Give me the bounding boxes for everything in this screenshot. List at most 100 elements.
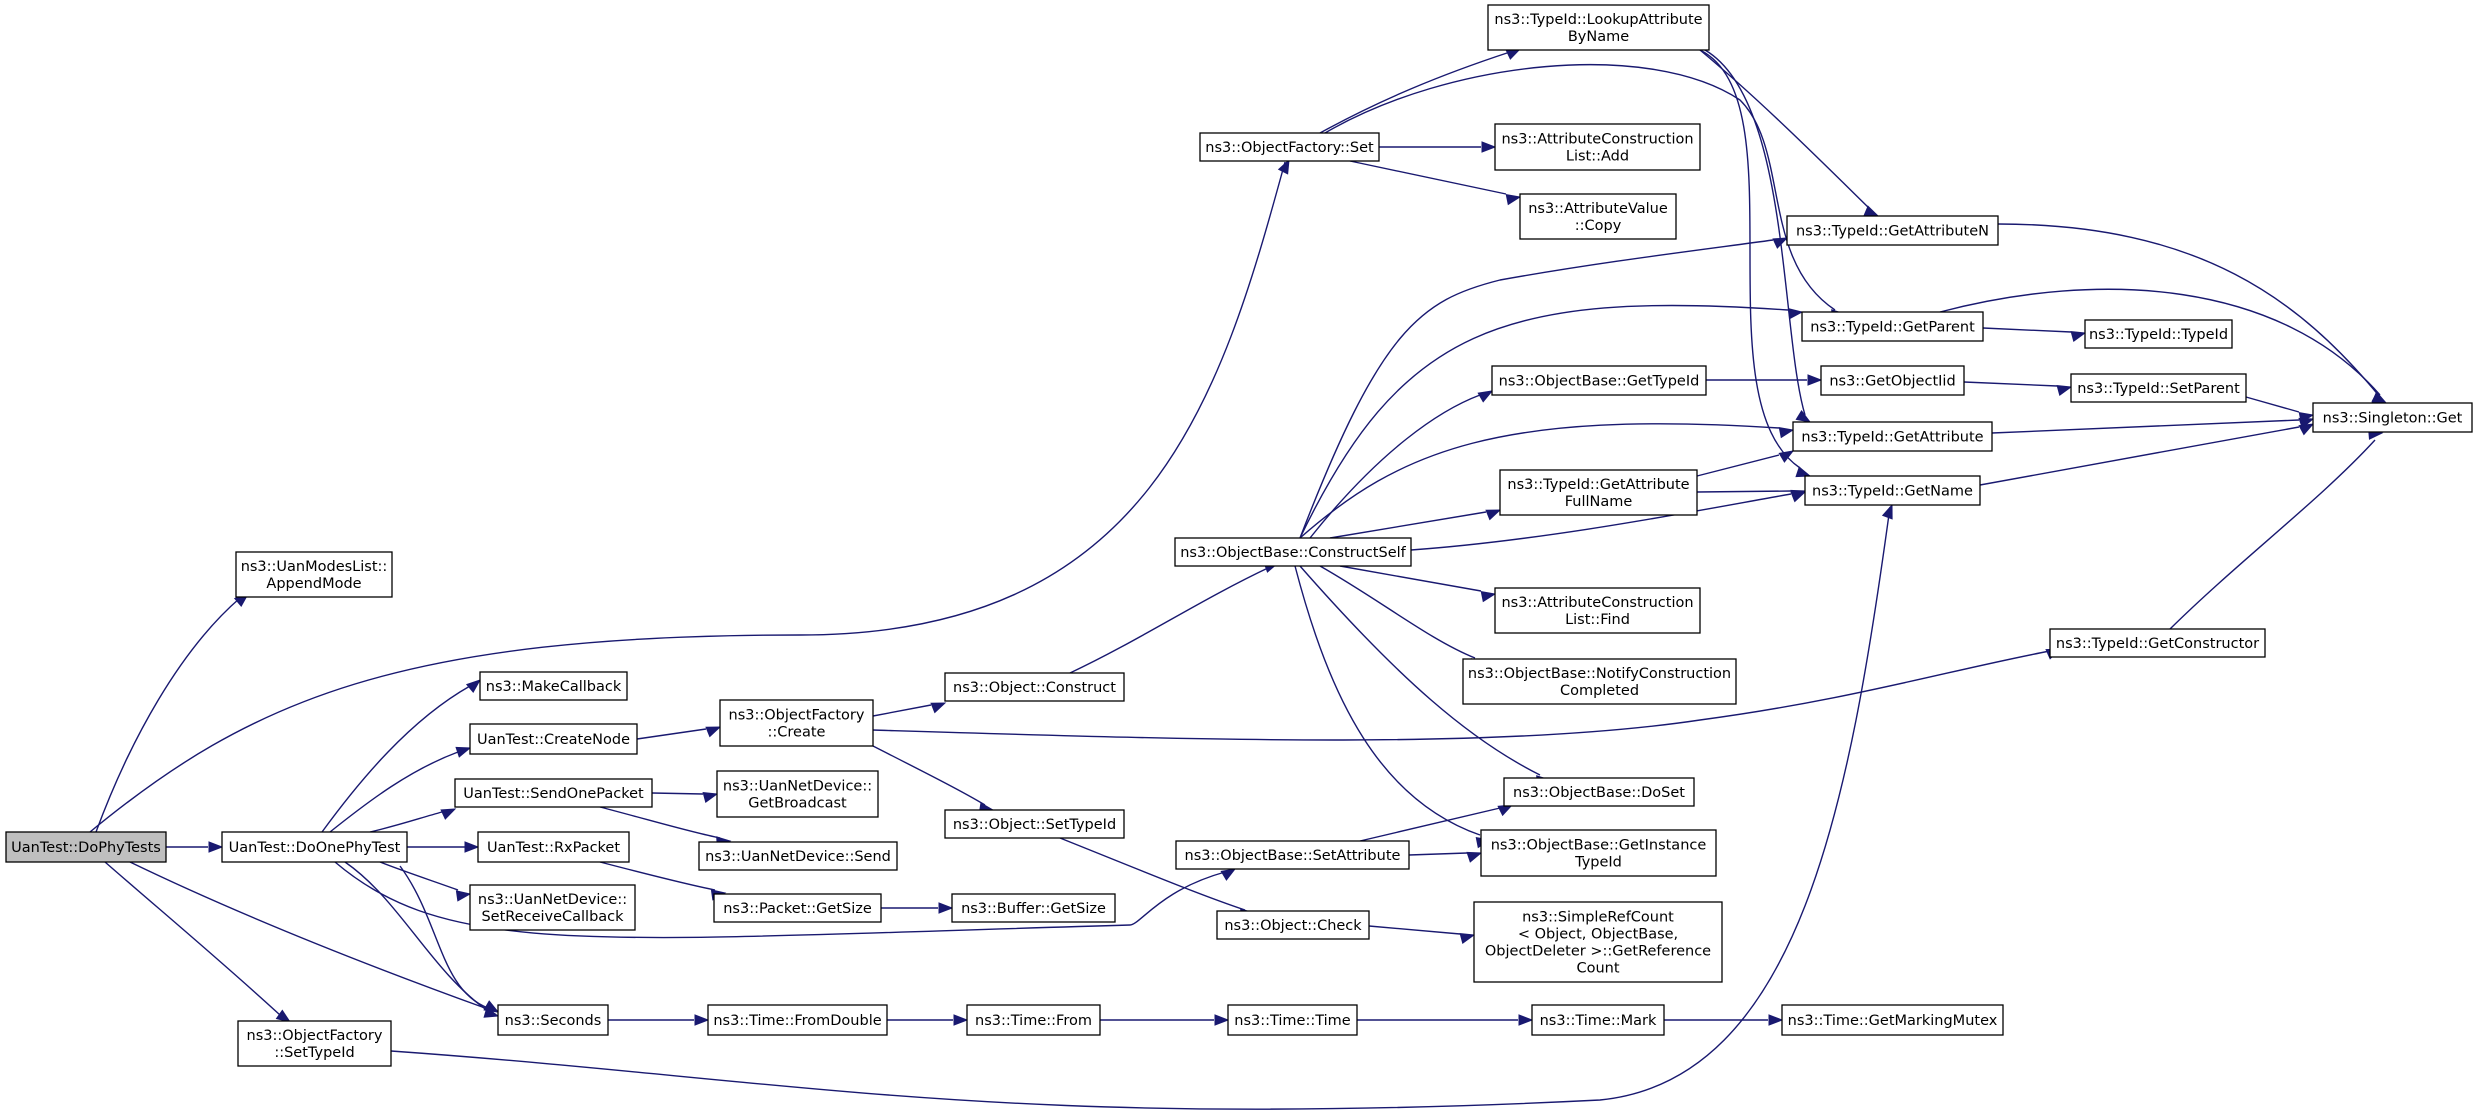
edge-getname-to-singletonget	[1979, 423, 2315, 486]
node-notifyconstruction[interactable]: ns3::ObjectBase::NotifyConstructionCompl…	[1462, 658, 1737, 705]
edge-objcheck-to-simplerefcount	[1368, 925, 1476, 945]
node-label: UanTest::CreateNode	[477, 732, 630, 748]
node-timetime[interactable]: ns3::Time::Time	[1227, 1004, 1358, 1036]
node-box	[221, 831, 408, 863]
edge-line	[1408, 852, 1468, 856]
arrowhead-icon	[1485, 509, 1502, 521]
node-label: < Object, ObjectBase,	[1518, 927, 1678, 943]
arrowhead-icon	[1481, 141, 1497, 153]
node-getmarkingmutex[interactable]: ns3::Time::GetMarkingMutex	[1781, 1004, 2004, 1036]
node-fromdouble[interactable]: ns3::Time::FromDouble	[707, 1004, 888, 1036]
node-label: ns3::TypeId::SetParent	[2077, 381, 2240, 397]
arrowhead-icon	[1768, 1014, 1784, 1026]
node-box	[1462, 658, 1737, 705]
node-label: GetBroadcast	[748, 796, 847, 812]
node-getattributen[interactable]: ns3::TypeId::GetAttributeN	[1786, 215, 1999, 246]
node-makecallback[interactable]: ns3::MakeCallback	[479, 671, 628, 701]
edge-ofset-to-getparent	[1324, 63, 1847, 321]
node-getparent[interactable]: ns3::TypeId::GetParent	[1801, 311, 1984, 342]
node-label: List::Find	[1565, 612, 1630, 628]
node-objconstruct[interactable]: ns3::Object::Construct	[944, 672, 1125, 702]
node-dophytest[interactable]: UanTest::DoOnePhyTest	[221, 831, 408, 863]
node-setparent[interactable]: ns3::TypeId::SetParent	[2070, 373, 2247, 403]
node-label: ns3::Time::Time	[1234, 1013, 1351, 1029]
edge-line	[872, 745, 986, 806]
node-label: ns3::Time::Mark	[1540, 1013, 1657, 1029]
edge-objconstruct-to-constructself	[1069, 562, 1280, 674]
edge-line	[2169, 439, 2376, 630]
node-box	[1820, 365, 1965, 396]
arrowhead-icon	[1220, 868, 1237, 881]
node-avcopy[interactable]: ns3::AttributeValue::Copy	[1519, 193, 1677, 240]
node-timefrom[interactable]: ns3::Time::From	[966, 1004, 1101, 1036]
edge-line	[1359, 807, 1501, 842]
node-getobjectiid[interactable]: ns3::GetObjectIid	[1820, 365, 1965, 396]
arrowhead-icon	[1795, 466, 1812, 478]
node-label: ns3::ObjectFactory	[729, 708, 865, 724]
arrowhead-icon	[2070, 330, 2087, 343]
node-createnode[interactable]: UanTest::CreateNode	[469, 723, 638, 755]
node-ofset[interactable]: ns3::ObjectFactory::Set	[1199, 132, 1380, 162]
node-simplerefcount[interactable]: ns3::SimpleRefCount< Object, ObjectBase,…	[1473, 901, 1723, 983]
arrowhead-icon	[705, 726, 722, 738]
edge-createnode-to-ofcreate	[636, 726, 722, 740]
node-setreceivecb[interactable]: ns3::UanNetDevice::SetReceiveCallback	[469, 884, 636, 931]
node-typeidtypeid[interactable]: ns3::TypeId::TypeId	[2084, 319, 2233, 349]
node-ofsettypeid[interactable]: ns3::ObjectFactory::SetTypeId	[237, 1020, 392, 1067]
node-sendonepacket[interactable]: UanTest::SendOnePacket	[454, 778, 653, 808]
node-label: ByName	[1568, 29, 1629, 45]
node-box	[1519, 193, 1677, 240]
edge-line	[1704, 49, 1806, 416]
edge-line	[1299, 565, 1541, 776]
arrowhead-icon	[1466, 851, 1483, 863]
node-getconstructor[interactable]: ns3::TypeId::GetConstructor	[2049, 628, 2266, 658]
node-box	[1216, 910, 1370, 940]
edge-constructself-to-getattrfullname	[1329, 509, 1502, 539]
node-doset[interactable]: ns3::ObjectBase::DoSet	[1503, 777, 1695, 807]
node-label: UanTest::DoPhyTests	[11, 840, 161, 856]
node-buffergetsize[interactable]: ns3::Buffer::GetSize	[951, 893, 1116, 923]
node-dophytests[interactable]: UanTest::DoPhyTests	[5, 831, 167, 863]
edge-line	[1997, 223, 2381, 398]
node-rxpacket[interactable]: UanTest::RxPacket	[477, 831, 630, 863]
node-timemark[interactable]: ns3::Time::Mark	[1531, 1004, 1665, 1036]
node-objsettypeid[interactable]: ns3::Object::SetTypeId	[944, 809, 1125, 839]
edge-line	[321, 685, 471, 833]
node-label: ::Create	[768, 725, 826, 741]
edge-lookupattr-to-getattribute	[1704, 49, 1812, 423]
node-seconds[interactable]: ns3::Seconds	[497, 1004, 609, 1036]
node-box	[2070, 373, 2247, 403]
arrowhead-icon	[694, 1014, 710, 1026]
node-setattribute[interactable]: ns3::ObjectBase::SetAttribute	[1175, 840, 1410, 870]
node-getname[interactable]: ns3::TypeId::GetName	[1804, 475, 1981, 506]
node-singletonget[interactable]: ns3::Singleton::Get	[2312, 402, 2473, 433]
node-obgettypeid[interactable]: ns3::ObjectBase::GetTypeId	[1491, 365, 1707, 396]
arrowhead-icon	[1795, 410, 1812, 423]
arrowhead-icon	[1505, 194, 1522, 206]
node-packetgetsize[interactable]: ns3::Packet::GetSize	[713, 893, 882, 923]
node-appendmode[interactable]: ns3::UanModesList::AppendMode	[235, 551, 393, 598]
edge-dophytest-to-setreceivecb	[379, 861, 472, 902]
node-box	[1801, 311, 1984, 342]
edge-line	[1991, 419, 2300, 434]
node-label: ns3::SimpleRefCount	[1522, 910, 1674, 926]
arrowhead-icon	[930, 702, 947, 714]
node-getattribute[interactable]: ns3::TypeId::GetAttribute	[1792, 421, 1993, 452]
node-ofcreate[interactable]: ns3::ObjectFactory::Create	[719, 699, 874, 747]
edge-line	[1069, 566, 1271, 674]
node-objcheck[interactable]: ns3::Object::Check	[1216, 910, 1370, 940]
edge-constructself-to-getinstancetypeid	[1294, 565, 1492, 849]
arrowhead-icon	[208, 841, 224, 853]
node-uansend[interactable]: ns3::UanNetDevice::Send	[698, 841, 898, 871]
node-label: ns3::Singleton::Get	[2323, 411, 2463, 427]
node-box	[1792, 421, 1993, 452]
node-getbroadcast[interactable]: ns3::UanNetDevice::GetBroadcast	[716, 770, 879, 818]
arrowhead-icon	[1807, 374, 1823, 386]
edge-getattribute-to-singletonget	[1991, 417, 2315, 434]
node-constructself[interactable]: ns3::ObjectBase::ConstructSelf	[1174, 537, 1412, 567]
